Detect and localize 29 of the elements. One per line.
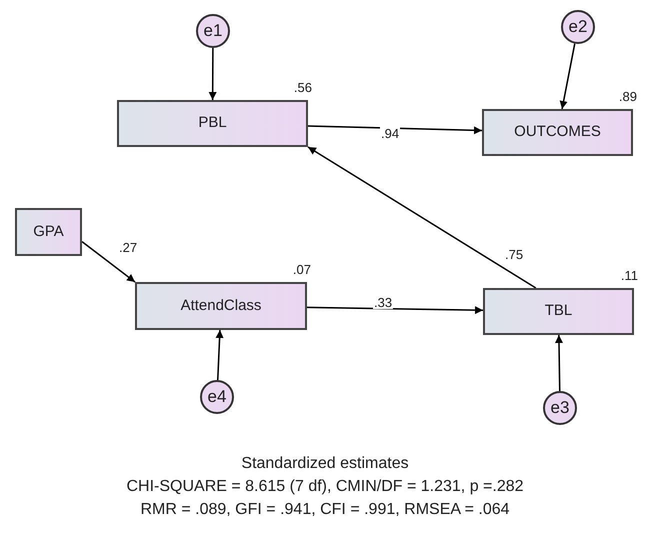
variable-name: e2: [568, 16, 588, 38]
edge-label: .33: [373, 296, 394, 309]
arrow: [306, 306, 484, 314]
variable-name: e4: [208, 386, 226, 408]
variable-name: OUTCOMES: [514, 122, 601, 142]
arrow: [555, 334, 563, 392]
arrow: [216, 330, 224, 380]
r-squared-value: .07: [292, 261, 311, 279]
variable-name: e3: [550, 397, 570, 420]
edge-label: .94: [380, 127, 400, 140]
fit-statistics-text: Standardized estimates: [241, 454, 409, 474]
r-squared-value: .11: [620, 267, 638, 285]
arrow: [308, 125, 482, 134]
variable-name: GPA: [33, 222, 64, 242]
arrow: [82, 241, 136, 283]
variable-name: PBL: [198, 113, 227, 134]
fit-statistics-text: CHI-SQUARE = 8.615 (7 df), CMIN/DF = 1.231, p =.282: [126, 477, 524, 497]
edge-label: .27: [118, 241, 138, 254]
variable-name: e1: [204, 20, 222, 42]
arrow: [208, 48, 217, 100]
variable-name: TBL: [544, 301, 572, 322]
r-squared-value: .56: [294, 79, 312, 97]
arrow: [308, 146, 536, 289]
r-squared-value: .89: [618, 88, 637, 106]
arrow: [560, 44, 576, 110]
variable-name: AttendClass: [180, 296, 262, 316]
variable-box: [15, 208, 82, 256]
fit-statistics-text: RMR = .089, GFI = .941, CFI = .991, RMSEA = .064: [140, 500, 510, 520]
edge-label: .75: [504, 248, 524, 261]
